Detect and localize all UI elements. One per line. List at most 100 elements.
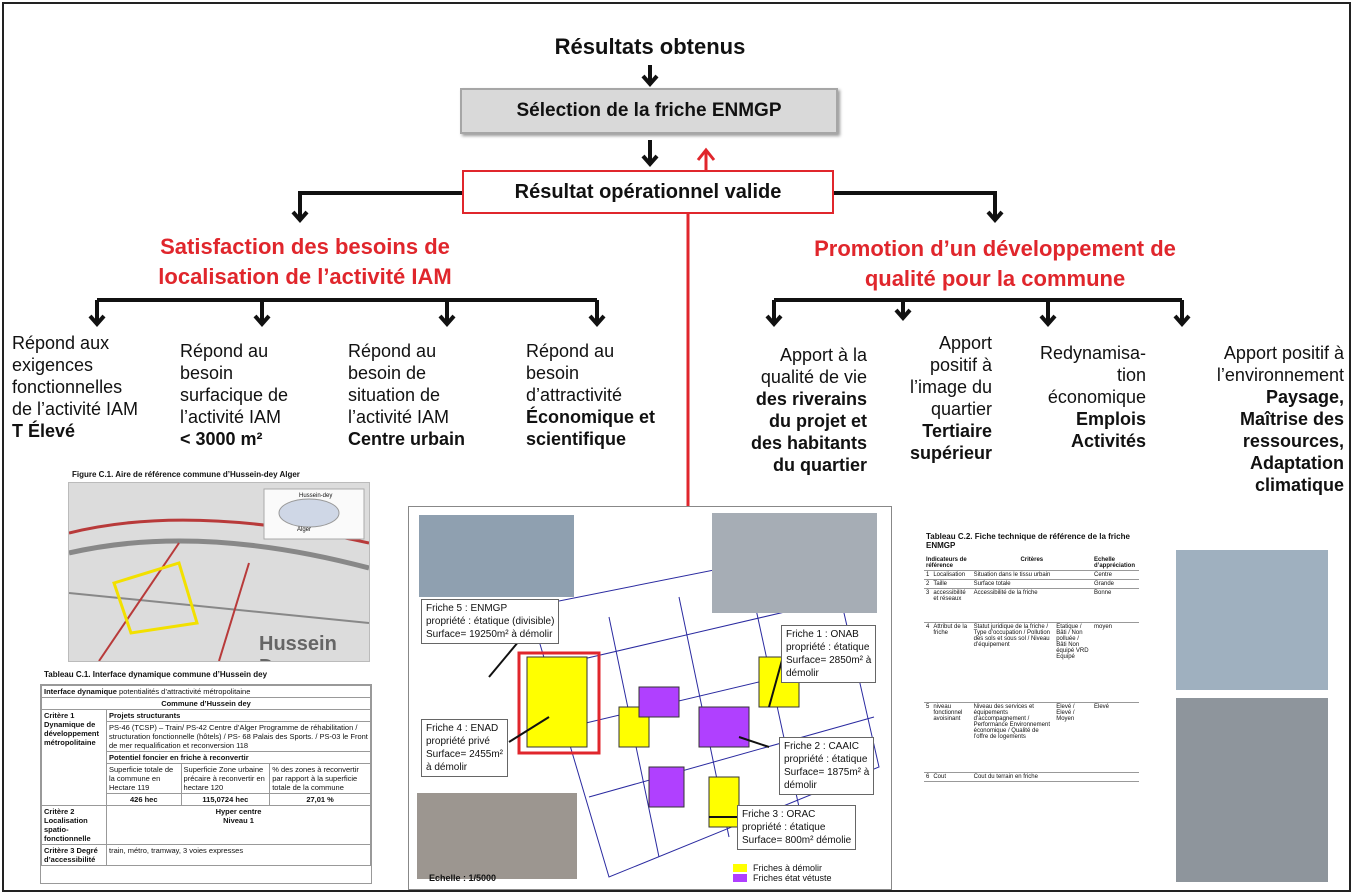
label-line: propriété : étatique — [786, 642, 870, 653]
cell: Elevé — [1092, 702, 1139, 773]
item-line: Répond au — [348, 341, 437, 361]
photo-onab — [712, 513, 877, 613]
table-c1: Interface dynamique potentialités d’attr… — [40, 684, 372, 884]
item-bold: Activités — [1070, 431, 1146, 451]
map-drawing — [69, 483, 369, 661]
item-line: positif à — [929, 355, 992, 375]
item-bold: scientifique — [526, 429, 627, 449]
cell: Surface totale — [971, 579, 1055, 589]
item-line: qualité de vie — [760, 367, 867, 387]
left-heading-line2: localisation de l’activité IAM — [158, 264, 452, 289]
item-line: de l’activité IAM — [12, 399, 139, 419]
tbl1-v3: 27,01 % — [269, 793, 371, 806]
item-bold: Économique et — [526, 407, 656, 427]
item-bold: des riverains — [755, 389, 867, 409]
legend-label-1: Friches à démolir — [753, 863, 823, 873]
right-heading-line2: qualité pour la commune — [864, 266, 1126, 291]
tbl1-c2-value: Hyper centre — [215, 807, 262, 816]
tbl1-caption: Tableau C.1. Interface dynamique commune… — [44, 670, 268, 679]
cell: Elevé / Elevé / Moyen — [1054, 702, 1092, 773]
item-line: Répond au — [526, 341, 615, 361]
tbl1-proj-text: PS-46 (TCSP) – Train/ PS-42 Centre d’Alg… — [106, 721, 371, 752]
item-line: l’activité IAM — [348, 407, 450, 427]
cell — [1054, 772, 1092, 782]
item-line: situation de — [348, 385, 441, 405]
left-item-2: Répond au besoin surfacique de l’activit… — [180, 340, 330, 450]
item-line: Apport — [938, 333, 992, 353]
cell: 1 — [924, 570, 932, 580]
tbl1-col1: Superficie totale de la commune en Hecta… — [106, 763, 182, 794]
cell: niveau fonctionnel avoisinant — [931, 702, 972, 773]
label-line: Friche 4 : ENAD — [426, 723, 499, 734]
item-line: surfacique de — [180, 385, 289, 405]
item-bold: Adaptation — [1250, 453, 1344, 473]
cell: Statut juridique de la friche / Type d’o… — [971, 622, 1055, 703]
tbl2-h1: Indicateurs de référence — [924, 556, 972, 571]
item-line: tion — [1116, 365, 1146, 385]
cell: 4 — [924, 622, 932, 703]
cell: Cout — [931, 772, 972, 782]
item-bold: Centre urbain — [348, 429, 466, 449]
item-line: d’attractivité — [526, 385, 623, 405]
right-heading-line1: Promotion d’un développement de — [814, 236, 1176, 261]
cell — [1054, 570, 1092, 580]
cell: 5 — [924, 702, 932, 773]
item-bold: Paysage, — [1265, 387, 1344, 407]
photo-enmgp — [419, 515, 574, 597]
label-line: Surface= 1875m² à — [784, 767, 870, 778]
item-line: l’activité IAM — [180, 407, 282, 427]
item-line: Apport à la — [779, 345, 867, 365]
label-line: démolir — [786, 668, 819, 679]
reference-map: Hussein-dey Alger Hussein Dey — [68, 482, 370, 662]
cell — [1092, 772, 1139, 782]
selection-box: Sélection de la friche ENMGP — [460, 88, 838, 134]
table-c2: Indicateurs de référence Critères Echell… — [924, 556, 1139, 846]
label-line: à démolir — [426, 762, 468, 773]
inset-label-hd: Hussein-dey — [299, 493, 333, 499]
cell: Cout du terrain en friche — [971, 772, 1055, 782]
item-line: exigences — [12, 355, 94, 375]
tbl1-c2-label: Critère 2 Localisation spatio-fonctionne… — [41, 805, 107, 845]
item-bold: climatique — [1254, 475, 1344, 495]
item-bold: < 3000 m² — [180, 429, 263, 449]
label-line: Friche 1 : ONAB — [786, 629, 859, 640]
plan-legend: Friches à démolir Friches état vétuste — [733, 863, 832, 883]
cell: Accessibilité de la friche — [971, 588, 1055, 623]
label-line: propriété : étatique — [742, 822, 826, 833]
tbl1-col2: Superficie Zone urbaine précaire à recon… — [180, 763, 271, 794]
plan-scale: Echelle : 1/5000 — [429, 873, 497, 883]
label-friche-5: Friche 5 : ENMGP propriété : étatique (d… — [421, 599, 560, 644]
item-line: besoin — [180, 363, 234, 383]
label-line: Surface= 800m² démolie — [742, 835, 852, 846]
cell — [1054, 588, 1092, 623]
label-line: Surface= 2850m² à — [786, 655, 872, 666]
tbl2-caption: Tableau C.2. Fiche technique de référenc… — [926, 532, 1130, 550]
left-item-4: Répond au besoin d’attractivité Économiq… — [526, 340, 696, 450]
left-heading-line1: Satisfaction des besoins de — [160, 234, 450, 259]
cell: Centre — [1092, 570, 1139, 580]
cell: Grande — [1092, 579, 1139, 589]
right-heading: Promotion d’un développement de qualité … — [770, 234, 1220, 294]
label-line: Surface= 19250m² à démolir — [426, 629, 553, 640]
label-friche-2: Friche 2 : CAAIC propriété : étatique Su… — [779, 737, 875, 795]
right-item-2: Apport positif à l’image du quartier Ter… — [880, 332, 992, 464]
label-line: Friche 5 : ENMGP — [426, 603, 508, 614]
cell: Taille — [931, 579, 972, 589]
tbl1-v2: 115,0724 hec — [180, 793, 271, 806]
item-bold: Tertiaire — [922, 421, 992, 441]
result-box: Résultat opérationnel valide — [462, 170, 834, 214]
site-plan: Friche 5 : ENMGP propriété : étatique (d… — [408, 506, 892, 890]
label-line: propriété : étatique — [784, 754, 868, 765]
item-bold: Maîtrise des — [1239, 409, 1344, 429]
tbl1-v1: 426 hec — [106, 793, 182, 806]
inset-label-alger: Alger — [297, 527, 312, 533]
tbl2-h3: Echelle d’appréciation — [1092, 556, 1139, 571]
cell: 6 — [924, 772, 932, 782]
tbl1-commune: Commune d’Hussein dey — [41, 697, 371, 710]
cell — [1054, 579, 1092, 589]
item-bold: ressources, — [1242, 431, 1344, 451]
tbl1-c2-level: Niveau 1 — [223, 816, 254, 825]
